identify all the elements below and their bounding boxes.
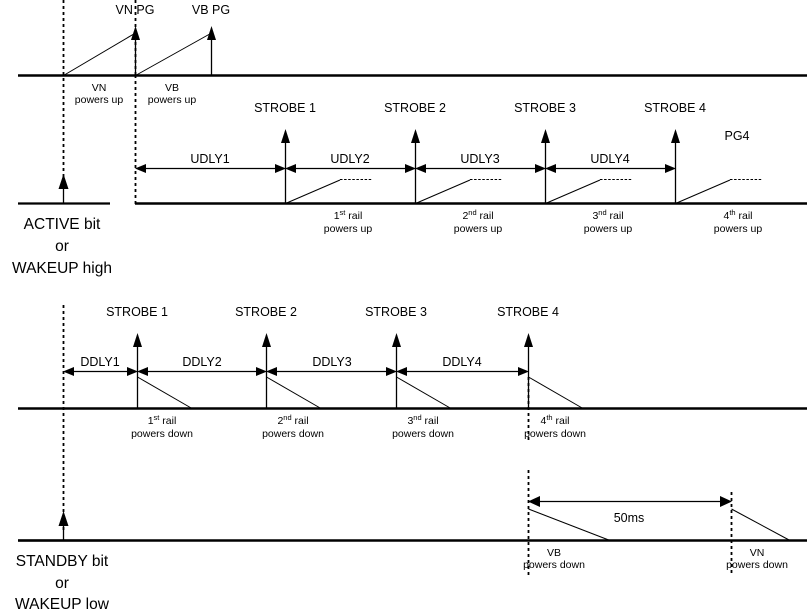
udly3-arrow-head-right xyxy=(535,164,546,173)
upper-strobe-3-arrow-head xyxy=(541,129,550,143)
standby-trigger-line3: WAKEUP low xyxy=(15,596,110,610)
rail-1-down-caption-line2: powers down xyxy=(131,428,193,440)
rail-1-down-ramp xyxy=(137,376,193,409)
lower-strobe-4-arrow-head xyxy=(524,333,533,347)
rail-3-down-ramp xyxy=(396,376,452,409)
rail-3-down-caption-line1: 3nd rail xyxy=(407,413,438,427)
vb-pg-arrow-head xyxy=(207,26,216,40)
udly4-arrow-head-right xyxy=(665,164,676,173)
rail-3-down-caption-line2: powers down xyxy=(392,428,454,440)
udly2-arrow-head-left xyxy=(285,164,296,173)
lower-strobe-2-label: STROBE 2 xyxy=(235,305,297,319)
ddly3-arrow-head-left xyxy=(266,367,277,376)
rail-4-up-caption-line1: 4th rail xyxy=(723,208,752,222)
standby-trigger-line2: or xyxy=(55,575,69,592)
udly3-label: UDLY3 xyxy=(460,152,499,166)
udly3-arrow-head-left xyxy=(415,164,426,173)
vn-powers-down-line1: VN xyxy=(750,547,765,559)
active-trigger-line2: or xyxy=(55,238,69,255)
vn-pg-label: VN PG xyxy=(116,3,155,17)
rail-2-down-caption-line1: 2nd rail xyxy=(277,413,308,427)
lower-strobe-1-label: STROBE 1 xyxy=(106,305,168,319)
vn-down-ramp xyxy=(731,508,791,541)
ddly2-label: DDLY2 xyxy=(182,355,221,369)
ddly1-arrow-head-right xyxy=(127,367,138,376)
standby-bit-rise-arrow-head xyxy=(58,511,69,526)
rail-4-down-caption-line1: 4th rail xyxy=(540,413,569,427)
ddly2-arrow-head-right xyxy=(256,367,267,376)
rail-1-up-ramp xyxy=(285,179,341,204)
udly2-label: UDLY2 xyxy=(330,152,369,166)
ddly3-label: DDLY3 xyxy=(312,355,351,369)
ddly4-arrow-head-left xyxy=(396,367,407,376)
rail-2-down-caption-line2: powers down xyxy=(262,428,324,440)
vb-powers-down-line2: powers down xyxy=(523,559,585,571)
vb-powers-up-line1: VB xyxy=(165,82,179,94)
vn-powers-up-line2: powers up xyxy=(75,94,124,106)
rail-2-up-caption-line1: 2nd rail xyxy=(462,208,493,222)
upper-strobe-2-arrow-head xyxy=(411,129,420,143)
interval-50ms-arrow-head-left xyxy=(528,496,540,507)
vn-powers-down-line2: powers down xyxy=(726,559,788,571)
rail-3-up-caption-line2: powers up xyxy=(584,223,633,235)
lower-strobe-4-label: STROBE 4 xyxy=(497,305,559,319)
rail-1-up-caption-line1: 1st rail xyxy=(334,208,363,222)
vb-powers-up-line2: powers up xyxy=(148,94,197,106)
vb-powers-down-line1: VB xyxy=(547,547,561,559)
vb-down-ramp xyxy=(528,508,611,541)
active-trigger-line3: WAKEUP high xyxy=(12,260,112,277)
rail-2-up-ramp xyxy=(415,179,471,204)
rail-3-up-ramp xyxy=(545,179,601,204)
rail-3-up-caption-line1: 3nd rail xyxy=(592,208,623,222)
ddly4-label: DDLY4 xyxy=(442,355,481,369)
lower-strobe-2-arrow-head xyxy=(262,333,271,347)
active-bit-rise-arrow-head xyxy=(58,174,69,189)
upper-strobe-3-label: STROBE 3 xyxy=(514,101,576,115)
ddly4-arrow-head-right xyxy=(518,367,529,376)
upper-strobe-4-arrow-head xyxy=(671,129,680,143)
interval-50ms-label: 50ms xyxy=(614,511,645,525)
vn-ramp xyxy=(63,32,136,76)
udly1-label: UDLY1 xyxy=(190,152,229,166)
vb-ramp xyxy=(135,32,212,76)
ddly3-arrow-head-right xyxy=(386,367,397,376)
lower-strobe-3-arrow-head xyxy=(392,333,401,347)
vn-powers-up-line1: VN xyxy=(92,82,107,94)
ddly2-arrow-head-left xyxy=(137,367,148,376)
active-trigger-line1: ACTIVE bit xyxy=(24,216,101,233)
rail-4-up-ramp xyxy=(675,179,731,204)
lower-strobe-3-label: STROBE 3 xyxy=(365,305,427,319)
udly1-arrow-head-right xyxy=(275,164,286,173)
udly4-label: UDLY4 xyxy=(590,152,629,166)
upper-strobe-1-label: STROBE 1 xyxy=(254,101,316,115)
ddly1-arrow-head-left xyxy=(63,367,74,376)
vb-pg-label: VB PG xyxy=(192,3,230,17)
rail-2-down-ramp xyxy=(266,376,322,409)
rail-1-down-caption-line1: 1st rail xyxy=(148,413,177,427)
pg4-label: PG4 xyxy=(724,129,749,143)
rail-4-down-caption-line2: powers down xyxy=(524,428,586,440)
vn-pg-arrow-head xyxy=(131,26,140,40)
udly2-arrow-head-right xyxy=(405,164,416,173)
interval-50ms-arrow-head-right xyxy=(720,496,732,507)
standby-trigger-line1: STANDBY bit xyxy=(16,553,109,570)
rail-1-up-caption-line2: powers up xyxy=(324,223,373,235)
upper-strobe-1-arrow-head xyxy=(281,129,290,143)
ddly1-label: DDLY1 xyxy=(80,355,119,369)
rail-4-down-ramp xyxy=(528,376,584,409)
lower-strobe-1-arrow-head xyxy=(133,333,142,347)
upper-strobe-2-label: STROBE 2 xyxy=(384,101,446,115)
rail-2-up-caption-line2: powers up xyxy=(454,223,503,235)
udly4-arrow-head-left xyxy=(545,164,556,173)
rail-4-up-caption-line2: powers up xyxy=(714,223,763,235)
upper-strobe-4-label: STROBE 4 xyxy=(644,101,706,115)
udly1-arrow-head-left xyxy=(135,164,146,173)
